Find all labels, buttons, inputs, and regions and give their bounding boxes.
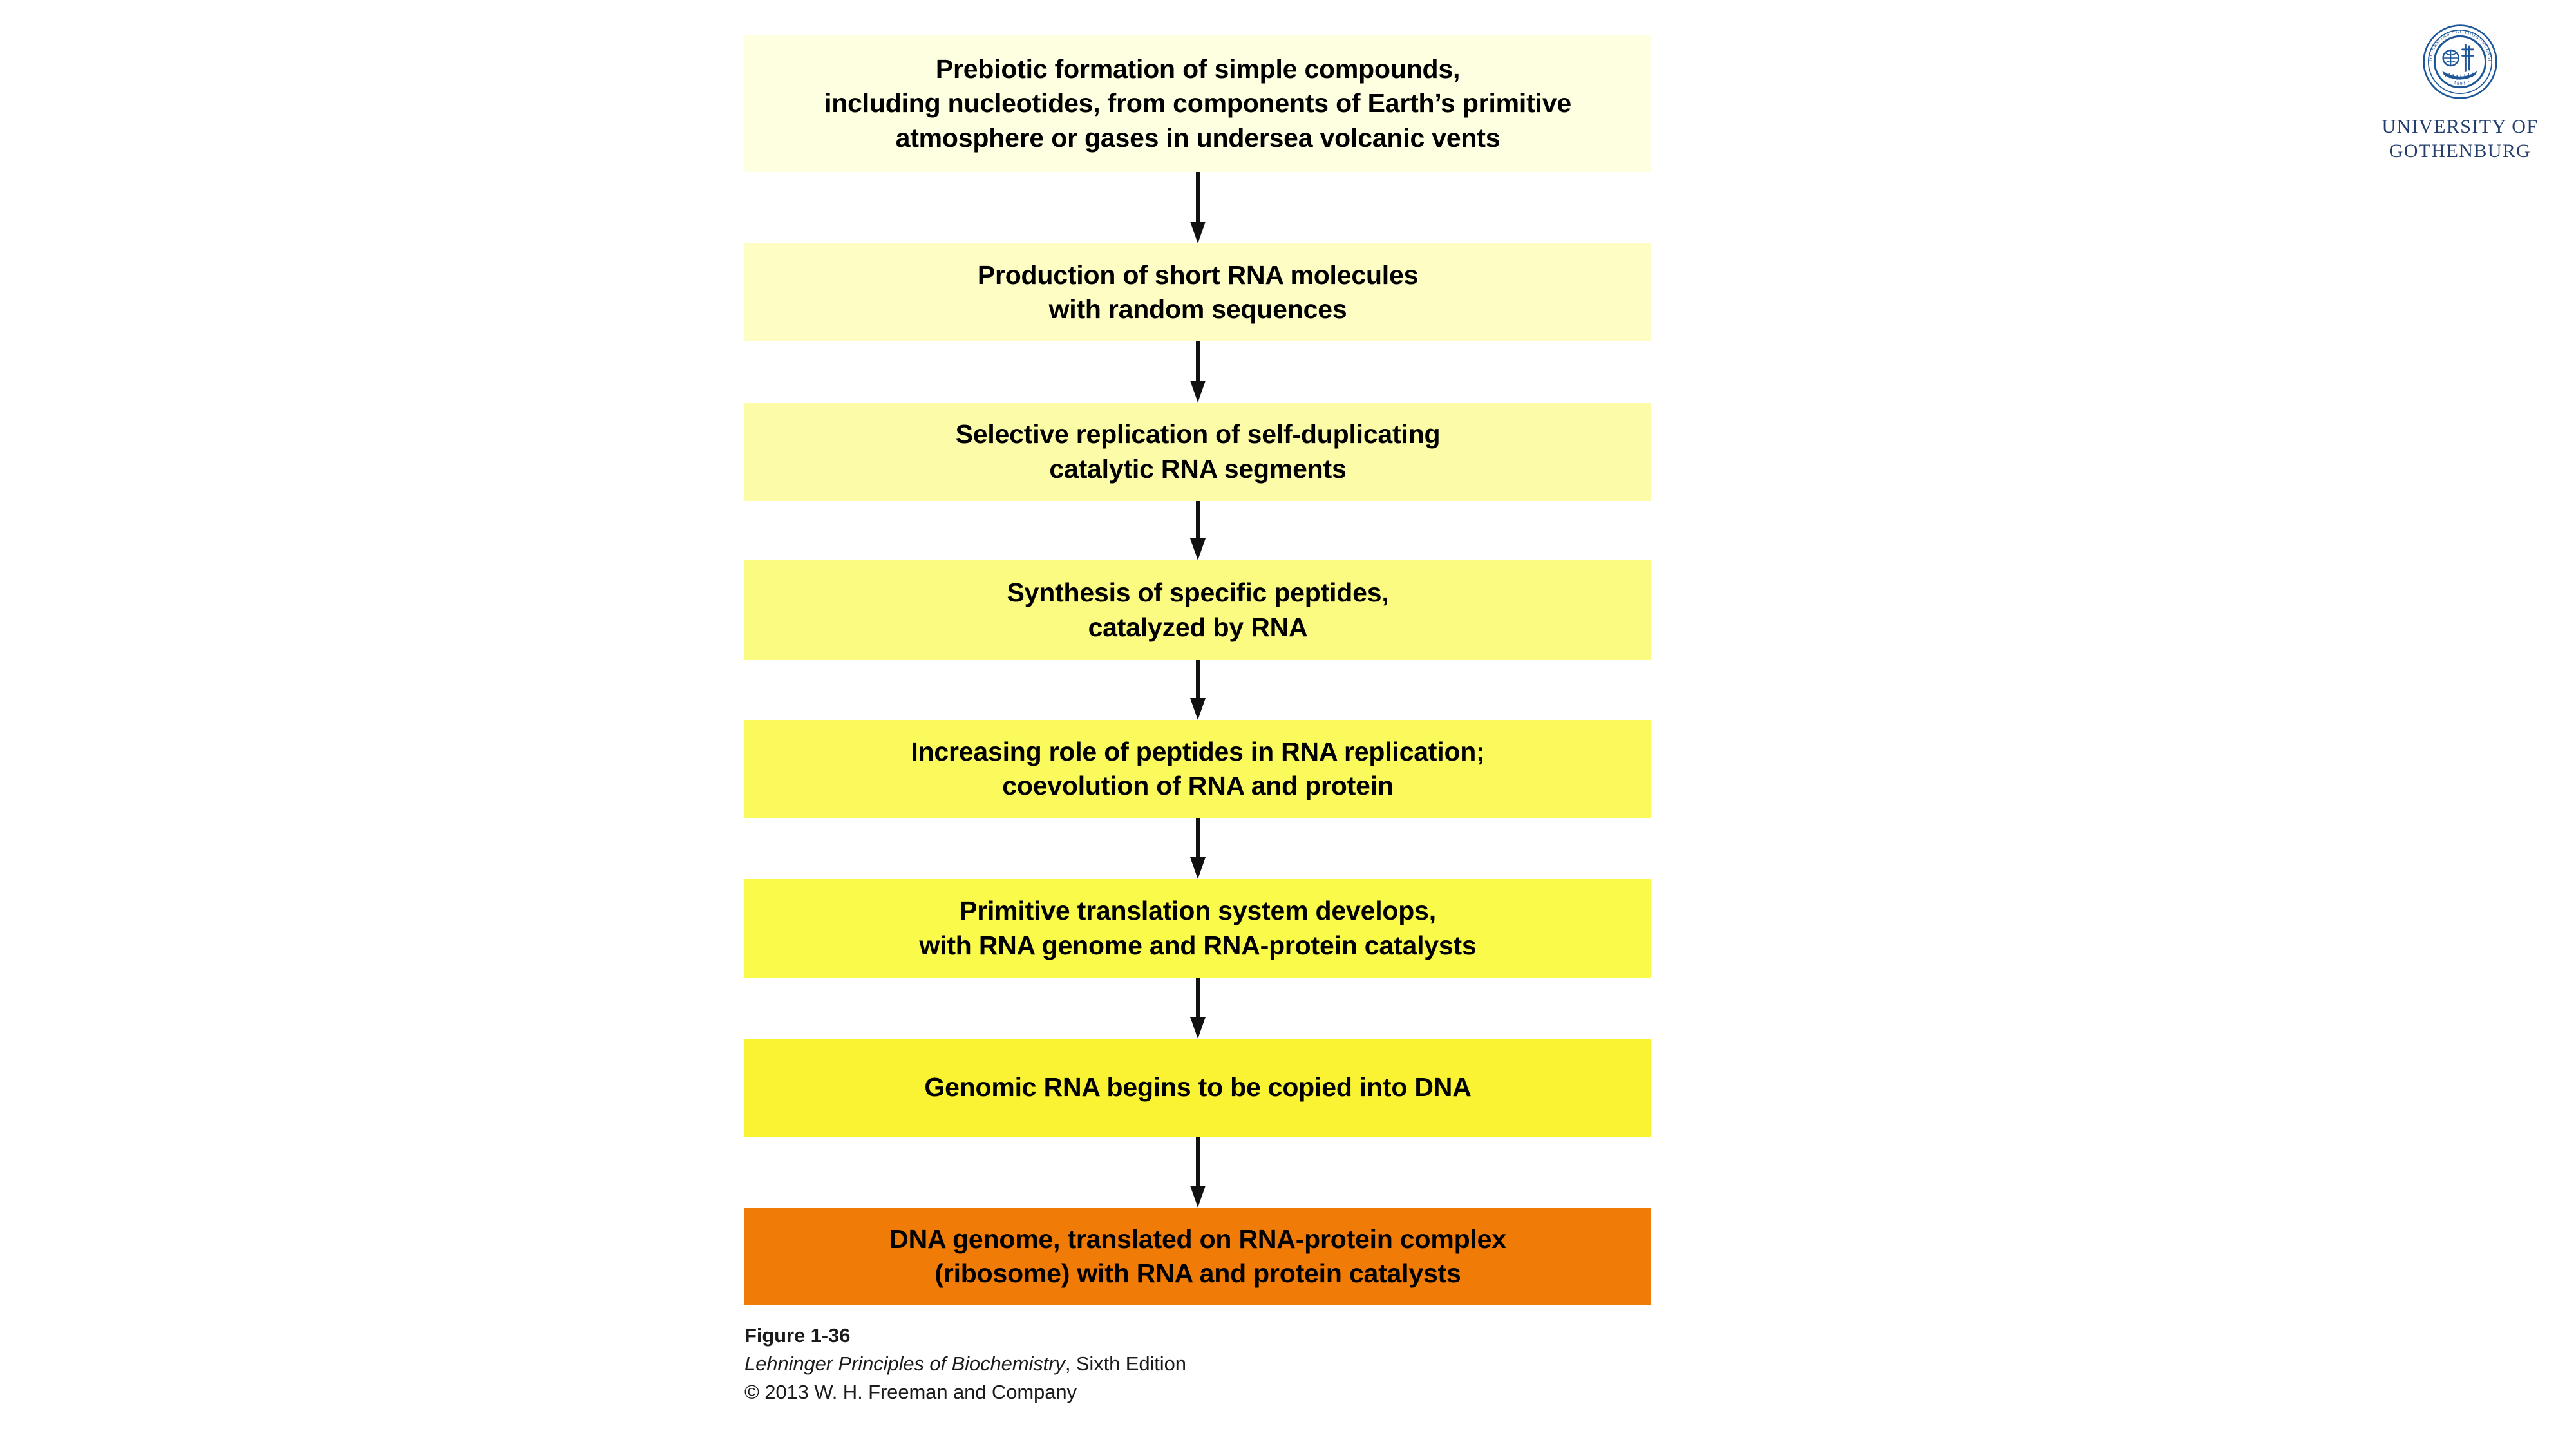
caption-figure-number: Figure 1-36 [744,1324,851,1347]
flow-step-8: DNA genome, translated on RNA-protein co… [744,1208,1651,1305]
caption-copyright: © 2013 W. H. Freeman and Company [744,1381,1077,1404]
arrow-head-icon [1190,222,1206,243]
university-logo: UNIVERSITAS · GOTHOBURGENSIS · 1891 · UN… [2363,23,2557,164]
flow-step-7: Genomic RNA begins to be copied into DNA [744,1039,1651,1137]
arrow-stem [1196,341,1200,381]
arrow-head-icon [1190,538,1206,560]
arrow-stem [1196,978,1200,1017]
flow-step-4: Synthesis of specific peptides, catalyze… [744,560,1651,660]
arrow-head-icon [1190,1017,1206,1039]
arrow-head-icon [1190,698,1206,720]
flow-arrow-6 [1190,978,1206,1039]
flow-arrow-7 [1190,1137,1206,1208]
flow-step-4-label: Synthesis of specific peptides, catalyze… [1007,578,1389,642]
svg-text:· 1891 ·: · 1891 · [2448,78,2472,86]
flow-step-2: Production of short RNA molecules with r… [744,243,1651,341]
arrow-stem [1196,1137,1200,1186]
caption-book-edition: , Sixth Edition [1065,1352,1186,1376]
svg-text:UNIVERSITAS · GOTHOBURGENSIS: UNIVERSITAS · GOTHOBURGENSIS [2421,23,2493,62]
flow-step-1: Prebiotic formation of simple compounds,… [744,35,1651,172]
flow-step-5-label: Increasing role of peptides in RNA repli… [911,736,1485,800]
flow-step-5: Increasing role of peptides in RNA repli… [744,720,1651,818]
flow-step-8-label: DNA genome, translated on RNA-protein co… [889,1224,1506,1288]
flow-arrow-5 [1190,818,1206,879]
flow-step-6-label: Primitive translation system develops, w… [919,896,1477,960]
arrow-stem [1196,501,1200,538]
arrow-stem [1196,172,1200,222]
caption-source: Lehninger Principles of Biochemistry, Si… [744,1350,1710,1378]
caption-book-title: Lehninger Principles of Biochemistry [744,1352,1065,1376]
arrow-head-icon [1190,1186,1206,1208]
flow-arrow-3 [1190,501,1206,560]
arrow-stem [1196,660,1200,698]
flowchart: Prebiotic formation of simple compounds,… [744,0,1651,1449]
university-seal-icon: UNIVERSITAS · GOTHOBURGENSIS · 1891 · [2421,23,2497,99]
arrow-head-icon [1190,857,1206,879]
flow-arrow-4 [1190,660,1206,720]
arrow-stem [1196,818,1200,857]
figure-caption: Figure 1-36 Lehninger Principles of Bioc… [744,1321,1710,1406]
flow-step-3-label: Selective replication of self-duplicatin… [955,419,1441,484]
arrow-head-icon [1190,381,1206,402]
university-name: UNIVERSITY OF GOTHENBURG [2382,116,2539,162]
flow-step-2-label: Production of short RNA molecules with r… [977,260,1419,324]
flow-step-7-label: Genomic RNA begins to be copied into DNA [924,1072,1472,1103]
flow-step-3: Selective replication of self-duplicatin… [744,402,1651,501]
flow-step-6: Primitive translation system develops, w… [744,879,1651,978]
flow-arrow-2 [1190,341,1206,402]
flow-step-1-label: Prebiotic formation of simple compounds,… [824,54,1571,153]
flow-arrow-1 [1190,172,1206,243]
